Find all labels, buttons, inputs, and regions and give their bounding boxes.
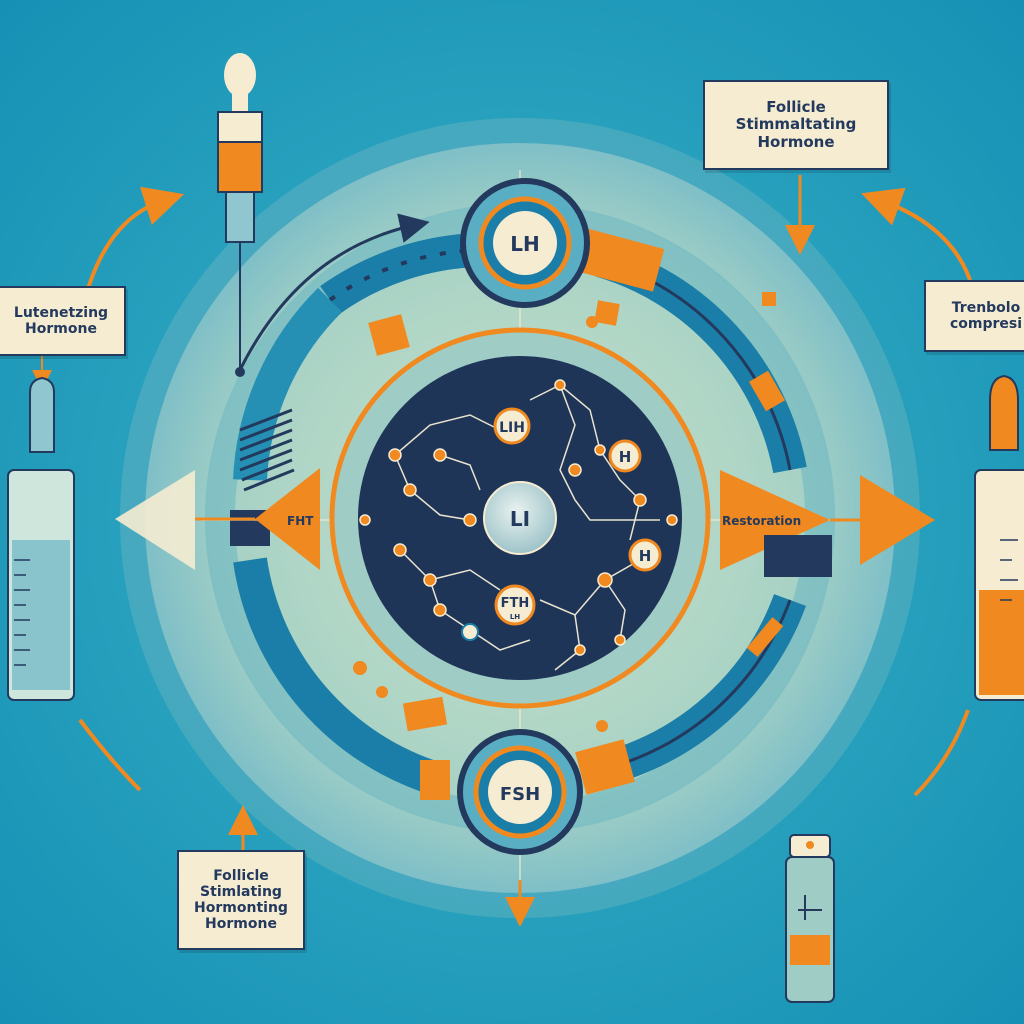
inner-node-top: LIH [493,407,531,445]
outer-right-triangle [860,475,935,565]
svg-text:LIH: LIH [499,420,525,436]
arrow-inner-top-left [238,213,430,371]
inner-node-small [461,623,479,641]
center-core [483,481,557,555]
label-follicle-stimulating-bottom: Follicle Stimlating Hormonting Hormone [177,850,305,950]
inner-node-right: H [608,439,642,473]
label-line: Hormone [205,916,277,933]
svg-text:LH: LH [510,613,520,621]
label-follicle-stimulating-top: Follicle Stimmaltating Hormone [703,80,889,170]
left-pointer: FHT [255,468,320,570]
inner-node-bottom: FTH LH [494,584,536,626]
vial-small-icon [785,834,835,1003]
orange-accents [353,292,776,732]
label-line: Trenbolo [951,299,1021,316]
label-line: Lutenetzing [13,304,109,321]
dropper-icon [217,53,263,377]
tube-track [230,228,807,800]
label-line: Hormone [757,132,835,151]
arrow-top-right [861,187,972,281]
label-line: Stimmaltating [735,115,857,134]
molecule-atoms [359,379,678,656]
right-pointer: Restoration [720,470,832,577]
arrow-bottom-left [78,718,142,792]
label-line: Stimlating [200,883,282,900]
label-luteinizing-hormone: Lutenetzing Hormone [0,286,126,356]
vial-right-icon [974,374,1024,701]
svg-text:FTH: FTH [501,596,530,611]
label-line: Follicle [766,98,826,117]
inner-node-right-lower: H [628,538,662,572]
arrow-bottom-right [913,709,970,797]
center-core-label: LI [510,507,530,531]
label-line: Hormonting [194,900,288,916]
label-line: Hormone [25,321,97,337]
fsh-node-label: FSH [500,784,540,805]
lh-node: LH [460,178,590,308]
label-line: Follicle [213,867,269,884]
right-pointer-label: Restoration [722,514,801,528]
fsh-node: FSH [457,729,583,855]
svg-text:H: H [639,547,652,565]
left-pointer-label: FHT [287,514,314,528]
outer-left-triangle [115,470,195,570]
vial-left-icon [7,352,75,701]
svg-text:H: H [619,448,632,466]
label-line: compresi [949,316,1023,332]
label-trenbolone: Trenbolo compresi [924,280,1024,352]
lh-node-label: LH [510,232,539,256]
